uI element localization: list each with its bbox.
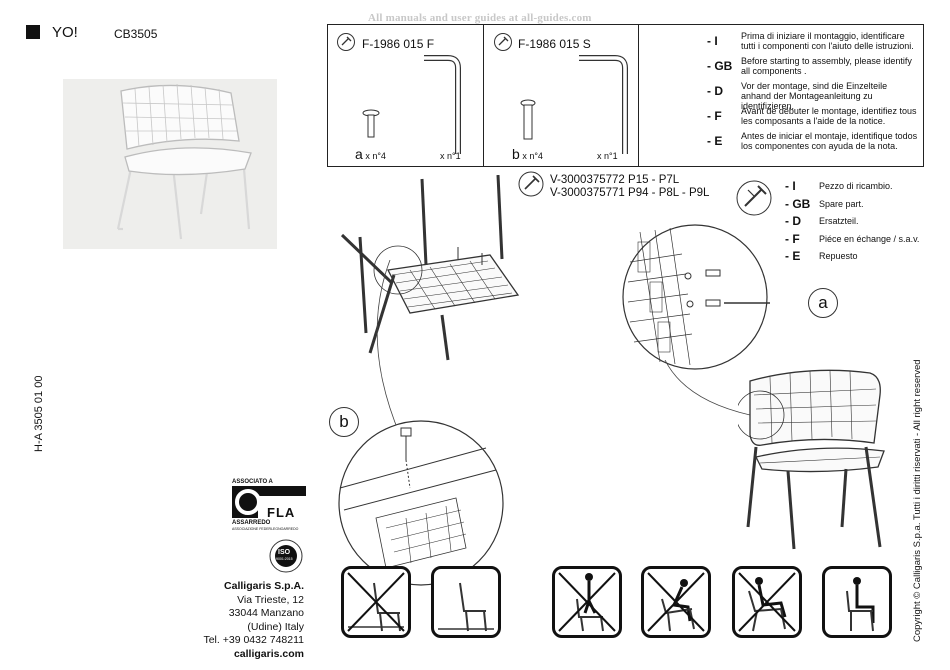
spare-part-icon-2 [493,32,513,57]
correct-chair-position-icon [431,566,501,638]
do-not-stand-on-seat-icon [552,566,622,638]
callout-b: b [329,407,359,437]
document-number: H-A 3505 01 00 [33,375,45,452]
spare-legend-icon [734,178,774,223]
detail-a-leader [655,359,755,425]
instruction-row: - D Vor der montage, sind die Einzelteil… [707,81,888,111]
detail-b-drawing [336,418,506,593]
screw-a-drawing [361,108,381,145]
iso-logo-sub: 9001:2015 [276,557,293,561]
company-street: Via Trieste, 12 [237,593,304,606]
parts-divider-2 [638,25,639,166]
copyright-notice: Copyright © Calligaris S.p.a. Tutti i di… [912,359,923,642]
leg-s-drawing [575,44,635,169]
screw-a-quantity: a x n°4 [355,146,386,162]
company-phone: Tel. +39 0432 748211 [203,634,304,646]
spare-part-icon-3 [517,170,545,203]
instruction-row: - E Antes de iniciar el montaje, identif… [707,131,918,151]
detail-a-drawing [620,222,770,377]
instruction-row: - F Avant de débuter le montage, identif… [707,106,917,126]
do-not-lean-back-icon [732,566,802,638]
instructions-list: - I Prima di iniziare il montaggio, iden… [707,31,919,156]
company-region: (Udine) Italy [247,620,304,633]
fla-logo-name: FLA [267,505,296,520]
iso-certification-logo [269,539,303,578]
parts-divider [483,25,484,166]
fla-logo-sub: ASSARREDO [232,520,271,526]
company-city: 33044 Manzano [228,607,304,619]
detail-b-leader [360,259,420,445]
title-square-icon [26,25,40,39]
watermark: All manuals and user guides at all-guide… [368,12,592,24]
screw-b-drawing [518,98,538,147]
instruction-row: - GB Before starting to assembly, please… [707,56,912,76]
company-website[interactable]: calligaris.com [233,647,304,660]
company-name: Calligaris S.p.A. [224,580,304,592]
product-title: YO! [52,24,78,41]
leg-s-quantity: x n°1 [597,151,618,161]
leg-f-drawing [420,44,480,169]
correct-sitting-posture-icon [822,566,892,638]
product-code: CB3505 [114,27,158,41]
instruction-row: - I Prima di iniziare il montaggio, iden… [707,31,914,51]
leg-f-quantity: x n°1 [440,151,461,161]
screw-b-quantity: b x n°4 [512,146,543,162]
part-s-code: F-1986 015 S [518,37,591,51]
assembly-drawing-inverted-chair [330,174,530,375]
do-not-lean-forward-icon [641,566,711,638]
product-photo [63,79,277,249]
do-not-stand-on-chair-icon [341,566,411,638]
callout-a: a [808,288,838,318]
fla-associated-label: ASSOCIATO A [232,479,273,485]
fla-logo [232,486,306,523]
iso-logo-text: ISO [278,549,291,556]
spare-codes: V-3000375772 P15 - P7L V-3000375771 P94 … [550,174,710,199]
fla-logo-sub2: ASSOCIAZIONE FEDERLEGNOARREDO [232,527,299,531]
spare-part-icon [336,32,356,57]
company-info: Calligaris S.p.A. Via Trieste, 12 33044 … [200,580,304,661]
assembly-drawing-chair [735,365,888,560]
parts-panel [327,24,924,167]
part-f-code: F-1986 015 F [362,37,435,51]
